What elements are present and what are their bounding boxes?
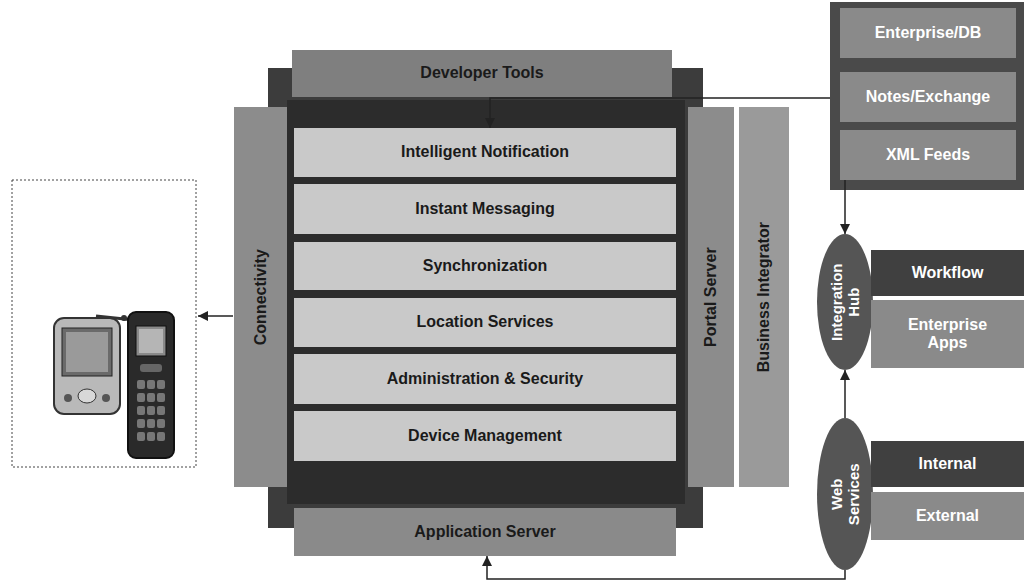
service-source-box: Internal [871,441,1024,487]
node-label: Application Server [414,523,555,541]
node-label: Web Services [828,446,863,542]
node-label: Workflow [912,264,984,282]
connector-arrow [844,370,846,418]
source-box: XML Feeds [840,130,1016,180]
tool-band: Developer Tools [292,50,672,97]
platform-frame [268,68,703,528]
node-label: XML Feeds [886,146,970,164]
connector-arrow [487,556,845,579]
node-label: Connectivity [251,249,269,345]
node-label: Portal Server [702,247,720,347]
source-box: Enterprise/DB [840,8,1016,58]
node-label: Administration & Security [387,370,583,388]
phone-device [96,312,174,458]
node-label: Location Services [417,313,554,331]
node-label: Integration Hub [828,254,863,350]
device-frame [12,180,196,467]
connector-arrow [844,180,846,234]
source-panel [830,2,1024,190]
node-label: Enterprise/DB [875,24,982,42]
node-label: External [916,507,979,525]
phone-keypad [137,380,165,441]
service-box: Synchronization [294,242,676,290]
node-label: Instant Messaging [415,200,555,218]
source-box: Notes/Exchange [840,72,1016,122]
platform-core [287,100,685,504]
pda-device [54,318,120,414]
server-band: Application Server [294,508,676,556]
service-box: Administration & Security [294,354,676,404]
node-label: Business Integrator [755,222,773,372]
service-box: Location Services [294,298,676,347]
app-box: Enterprise Apps [871,300,1024,368]
service-box: Instant Messaging [294,184,676,234]
hub-ellipse: Integration Hub [817,234,873,370]
node-label: Device Management [408,427,562,445]
leader-arrow [198,315,233,317]
service-ellipse: Web Services [817,418,873,570]
service-box: Intelligent Notification [294,128,676,177]
app-box: Workflow [871,250,1024,296]
side-band: Portal Server [688,107,734,487]
side-band: Business Integrator [739,107,789,487]
node-label: Intelligent Notification [401,143,569,161]
node-label: Notes/Exchange [866,88,990,106]
side-band: Connectivity [234,107,287,487]
service-source-box: External [871,492,1024,540]
node-label: Developer Tools [420,64,543,82]
service-box: Device Management [294,411,676,461]
node-label: Internal [919,455,977,473]
node-label: Enterprise Apps [893,316,1003,353]
node-label: Synchronization [423,257,547,275]
